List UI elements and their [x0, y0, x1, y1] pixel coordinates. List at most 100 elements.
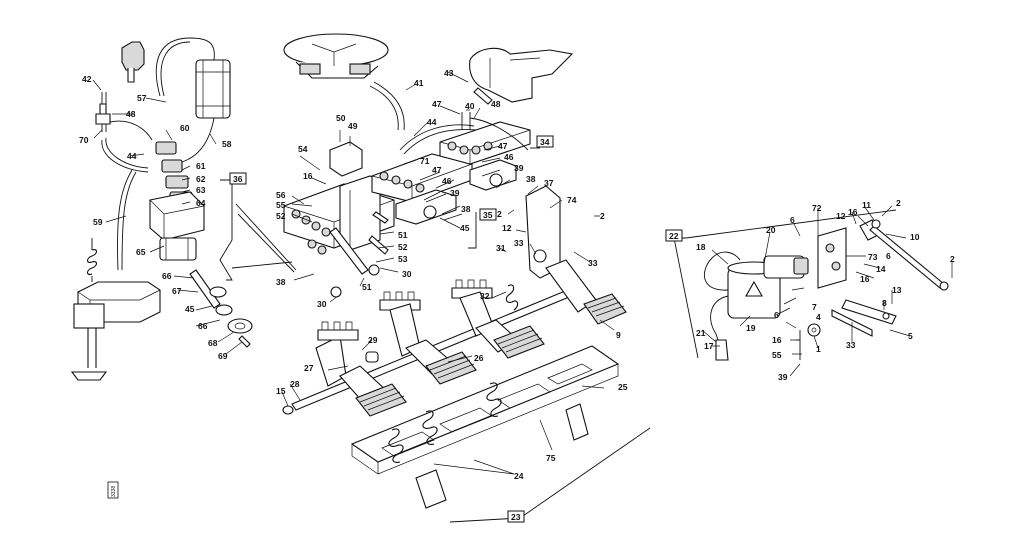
callout: 6: [774, 310, 779, 320]
tank-bracket: [469, 47, 574, 105]
callout: 46: [504, 152, 514, 162]
callout: 10: [910, 232, 920, 242]
callout: 44: [127, 151, 137, 161]
callout: 17: [704, 341, 714, 351]
callout: 70: [79, 135, 89, 145]
swivel-plate: [283, 33, 389, 79]
callout: 18: [696, 242, 706, 252]
callout: 1: [816, 344, 821, 354]
callout: 45: [185, 304, 195, 314]
callout: 31: [496, 243, 506, 253]
bushing-26: [365, 351, 379, 363]
callout: 65: [136, 247, 146, 257]
callout: 46: [442, 176, 452, 186]
distribution-rail: [371, 153, 473, 225]
callout: 58: [222, 139, 232, 149]
callout: 49: [348, 121, 358, 131]
callout: 51: [398, 230, 408, 240]
center-control-block: [283, 33, 574, 298]
valve-fitting: [121, 41, 145, 71]
callout: 2: [497, 209, 502, 219]
callout: 54: [298, 144, 308, 154]
callout: 50: [336, 113, 346, 123]
callout: 75: [546, 453, 556, 463]
callout: 59: [93, 217, 103, 227]
callout: 66: [162, 271, 172, 281]
svg-text:3338: 3338: [111, 486, 117, 497]
callout: 38: [461, 204, 471, 214]
callout: 61: [196, 161, 206, 171]
callout: 20: [766, 225, 776, 235]
callout: 53: [398, 254, 408, 264]
callout: 56: [276, 190, 286, 200]
callout: 12: [836, 211, 846, 221]
callout: 48: [126, 109, 136, 119]
pedal-right: [451, 279, 545, 359]
callout: 24: [514, 471, 524, 481]
callout: 38: [276, 277, 286, 287]
callout: 42: [82, 74, 92, 84]
callout: 29: [368, 335, 378, 345]
callout: 4: [816, 312, 821, 322]
callout: 6: [790, 215, 795, 225]
callout: 55: [276, 200, 286, 210]
hose-top: [155, 37, 215, 97]
svg-text:36: 36: [233, 174, 243, 184]
hose-44b: [399, 124, 475, 151]
hose-48b: [469, 117, 529, 151]
callout: 71: [420, 156, 430, 166]
hose-59: [117, 169, 133, 271]
callout: 72: [812, 203, 822, 213]
callout: 33: [846, 340, 856, 350]
valve-block-stack: [149, 141, 205, 261]
callout: 9: [616, 330, 621, 340]
pump-shaft: [189, 269, 253, 348]
callout: 74: [567, 195, 577, 205]
t-fitting: [95, 103, 111, 125]
callout: 6: [886, 251, 891, 261]
callout: 64: [196, 198, 206, 208]
left-fuel-assembly: [70, 37, 253, 381]
callout: 37: [544, 178, 554, 188]
callout: 12: [502, 223, 512, 233]
callout: 40: [465, 101, 475, 111]
spring-75: [486, 382, 502, 417]
callout: 2: [950, 254, 955, 264]
callout: 52: [398, 242, 408, 252]
callout: 73: [868, 252, 878, 262]
washer-1: [807, 323, 821, 337]
callout: 30: [402, 269, 412, 279]
valve-stem: [127, 68, 135, 83]
spring-32: [505, 284, 519, 311]
bracket-49: [329, 141, 363, 177]
callout: 48: [491, 99, 501, 109]
upper-valve-rail: [439, 121, 531, 191]
callout: 2: [896, 198, 901, 208]
pedal-center: [379, 291, 477, 385]
callout-labels: 42 57 48 70 60 58 44 61 62 63 64 59 65 6…: [79, 68, 955, 481]
callout: 28: [290, 379, 300, 389]
callout: 44: [427, 117, 437, 127]
callout: 13: [892, 285, 902, 295]
callout: 14: [876, 264, 886, 274]
callout: 16: [772, 335, 782, 345]
hose-48: [109, 120, 153, 141]
hose-41: [369, 85, 399, 131]
group-ref-36: 36: [229, 172, 247, 185]
hose-58: [181, 117, 215, 163]
stop-solenoid-assembly: [704, 219, 949, 361]
pedal-far-right: [525, 185, 627, 325]
hose-44: [101, 139, 149, 173]
callout: 19: [746, 323, 756, 333]
callout: 41: [414, 78, 424, 88]
callout: 7: [812, 302, 817, 312]
svg-text:34: 34: [540, 137, 550, 147]
callout: 33: [514, 238, 524, 248]
callout: 15: [276, 386, 286, 396]
link-rod-51: [329, 227, 369, 275]
spring-24a: [388, 428, 404, 463]
callout: 25: [618, 382, 628, 392]
callout: 57: [137, 93, 147, 103]
callout: 45: [460, 223, 470, 233]
solenoid-cable: [704, 251, 741, 291]
